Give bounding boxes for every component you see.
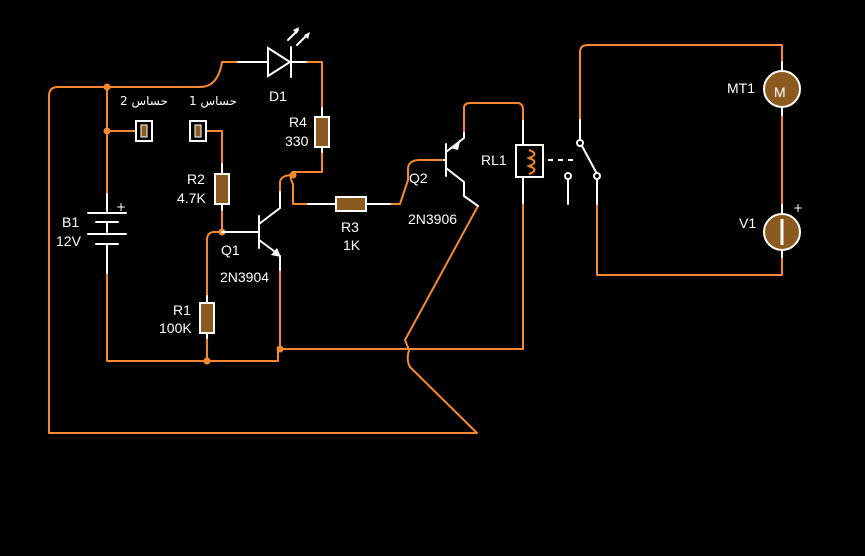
transistor-q1[interactable] <box>221 191 281 271</box>
q1-part: 2N3904 <box>220 269 269 285</box>
sensor-1-label: حساس 1 <box>189 94 237 109</box>
transistor-q2[interactable] <box>443 132 479 207</box>
wire-q2-relay <box>463 102 524 134</box>
sensor-2-label: حساس 2 <box>120 94 168 109</box>
junction-dot <box>276 345 284 353</box>
r3-value: 1K <box>343 237 361 253</box>
wire-load-loop <box>579 44 783 121</box>
motor-symbol: M <box>774 84 786 100</box>
d1-ref: D1 <box>269 88 287 104</box>
r4-value: 330 <box>285 133 309 149</box>
r1-value: 100K <box>159 320 192 336</box>
wire-r4-bottom <box>292 145 323 173</box>
resistor-r3[interactable] <box>307 196 391 212</box>
wire-v1-switch <box>596 203 783 276</box>
q1-ref: Q1 <box>221 242 240 258</box>
v1-plus-sign: + <box>793 201 803 215</box>
wire-sensor1-r2 <box>204 130 223 165</box>
sensor-1[interactable] <box>189 120 207 142</box>
wire-led-r4 <box>305 61 323 109</box>
q2-ref: Q2 <box>409 170 428 186</box>
voltage-source-v1[interactable]: + <box>763 201 803 258</box>
led-d1[interactable] <box>237 27 310 78</box>
r1-ref: R1 <box>173 302 191 318</box>
r2-ref: R2 <box>187 171 205 187</box>
wire-top-rail <box>106 61 239 88</box>
resistor-r4[interactable] <box>314 107 330 153</box>
junction-dot <box>289 171 297 179</box>
wires <box>48 44 783 434</box>
battery-plus-sign: + <box>116 200 126 214</box>
wire-base-r1 <box>206 231 223 297</box>
r3-ref: R3 <box>341 219 359 235</box>
wire-r3-q2 <box>389 159 445 205</box>
sensor-2[interactable] <box>135 120 153 142</box>
b1-value: 12V <box>56 233 82 249</box>
r2-value: 4.7K <box>177 190 206 206</box>
resistor-r1[interactable] <box>199 295 215 339</box>
r4-ref: R4 <box>289 114 307 130</box>
v1-ref: V1 <box>739 215 756 231</box>
motor-mt1[interactable]: M <box>763 61 801 116</box>
junction-dot <box>103 127 111 135</box>
b1-ref: B1 <box>62 214 79 230</box>
resistor-r2[interactable] <box>214 163 230 211</box>
junction-dot <box>203 357 211 365</box>
wire-ground-rail <box>106 202 524 362</box>
wire-outer-loop <box>48 86 479 434</box>
mt1-ref: MT1 <box>727 80 755 96</box>
battery-b1[interactable]: + <box>87 193 127 274</box>
junction-dot <box>103 83 111 91</box>
rl1-ref: RL1 <box>481 152 507 168</box>
relay-rl1[interactable] <box>515 119 601 205</box>
q2-part: 2N3906 <box>408 211 457 227</box>
junction-dots <box>103 83 297 365</box>
